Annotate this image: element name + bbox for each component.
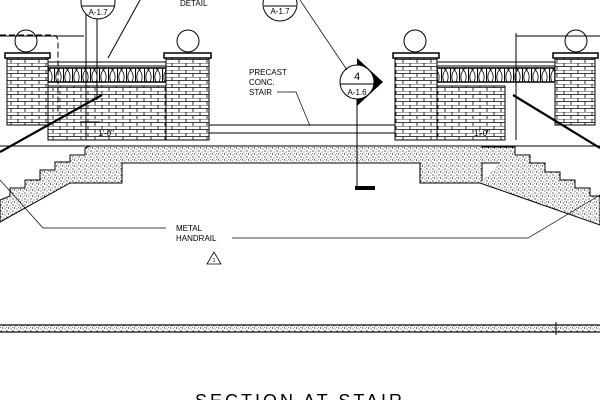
- handrail-note: METAL HANDRAIL: [0, 179, 600, 243]
- bottom-slab: [0, 324, 600, 333]
- svg-text:1: 1: [213, 258, 216, 264]
- svg-text:PRECAST: PRECAST: [249, 68, 287, 77]
- svg-text:4: 4: [96, 0, 101, 2]
- callout-top-mid: A-1.7: [262, 0, 298, 22]
- svg-text:A-1.6: A-1.6: [347, 88, 367, 97]
- svg-text:HANDRAIL: HANDRAIL: [176, 234, 217, 243]
- precast-note: PRECAST CONC. STAIR: [249, 0, 348, 127]
- precast-stair: [0, 145, 600, 226]
- callout-left: 4 A-1.7: [80, 0, 116, 20]
- dimension-right: 1'-0": [474, 129, 490, 138]
- finial-ball-icon: [403, 29, 427, 53]
- drawing-title: SECTION AT STAIR: [195, 391, 405, 400]
- svg-text:STAIR: STAIR: [249, 88, 272, 97]
- section-callout[interactable]: 4 A-1.6: [339, 58, 383, 190]
- svg-text:4: 4: [354, 71, 360, 83]
- svg-text:A-1.7: A-1.7: [88, 8, 108, 17]
- right-wall: [392, 29, 600, 141]
- svg-text:A-1.7: A-1.7: [270, 7, 290, 16]
- left-wall: [0, 29, 212, 141]
- right-handrail: [512, 94, 600, 149]
- svg-text:METAL: METAL: [176, 224, 203, 233]
- svg-text:CONC.: CONC.: [249, 78, 275, 87]
- finial-ball-icon: [176, 29, 200, 53]
- dimension-left: 1'-0": [98, 129, 114, 138]
- finial-ball-icon: [14, 29, 38, 53]
- revision-tag: 1: [206, 251, 222, 265]
- left-handrail: [0, 94, 103, 153]
- detail-label: DETAIL: [180, 0, 208, 8]
- finial-ball-icon: [564, 29, 588, 53]
